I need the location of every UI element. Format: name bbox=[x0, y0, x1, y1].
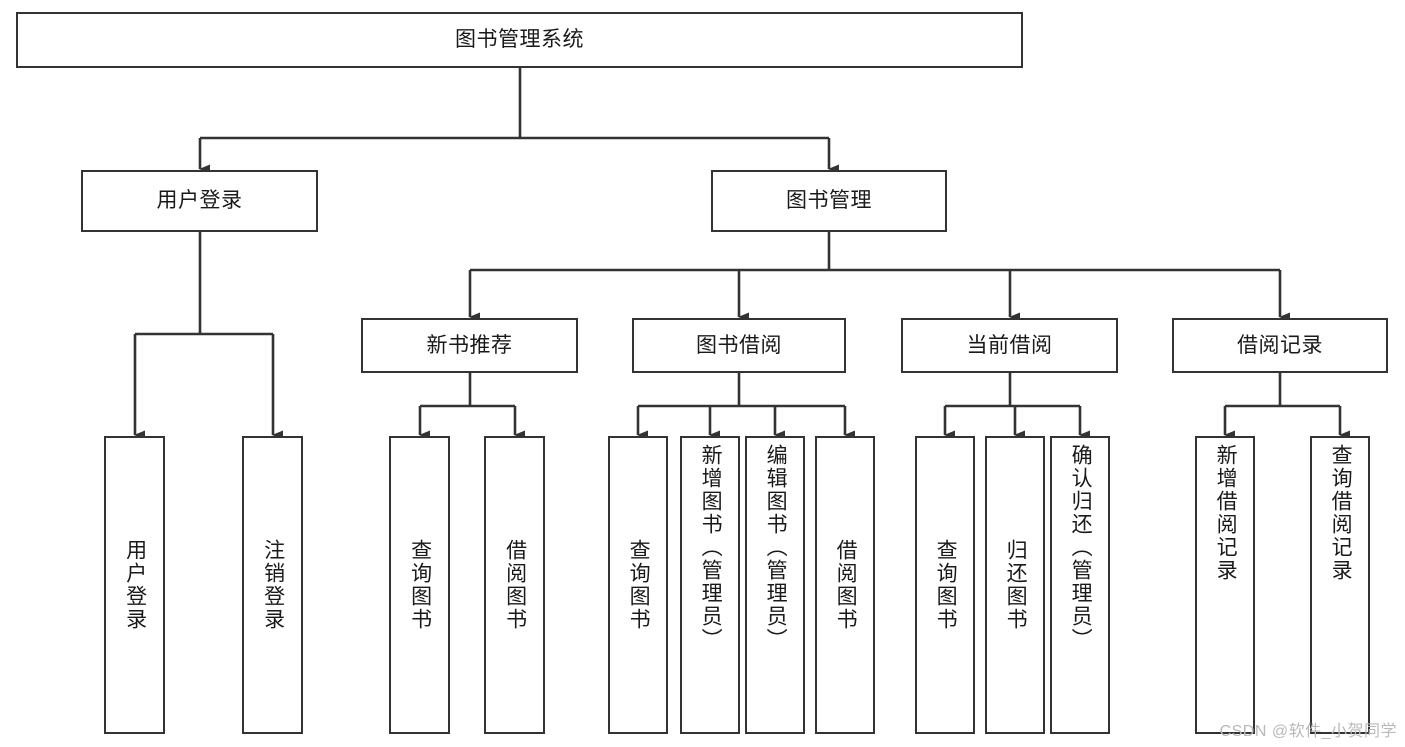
node-label: 用户登录 bbox=[123, 539, 147, 631]
node-label: 当前借阅 bbox=[966, 333, 1053, 357]
node-leaf-edit-book[interactable]: 编辑图书（管理员） bbox=[745, 436, 805, 734]
node-book-manage[interactable]: 图书管理 bbox=[711, 170, 947, 232]
node-leaf-query-book-2[interactable]: 查询图书 bbox=[608, 436, 668, 734]
node-label: 查询图书 bbox=[408, 539, 432, 631]
node-leaf-user-logout[interactable]: 注销登录 bbox=[242, 436, 303, 734]
node-user-login[interactable]: 用户登录 bbox=[81, 170, 318, 232]
node-root[interactable]: 图书管理系统 bbox=[16, 12, 1023, 68]
node-label: 借阅图书 bbox=[834, 539, 858, 631]
node-label: 编辑图书（管理员） bbox=[764, 444, 788, 651]
node-label: 归还图书 bbox=[1004, 539, 1028, 631]
node-borrow-record[interactable]: 借阅记录 bbox=[1172, 318, 1388, 373]
node-label: 查询借阅记录 bbox=[1329, 444, 1353, 582]
node-leaf-user-login[interactable]: 用户登录 bbox=[104, 436, 165, 734]
watermark-text: CSDN @软件_小贺同学 bbox=[1219, 723, 1397, 740]
node-leaf-query-book-3[interactable]: 查询图书 bbox=[915, 436, 975, 734]
node-label: 图书管理系统 bbox=[455, 28, 584, 52]
node-leaf-confirm-return[interactable]: 确认归还（管理员） bbox=[1050, 436, 1110, 734]
node-label: 借阅图书 bbox=[503, 539, 527, 631]
node-label: 查询图书 bbox=[934, 539, 958, 631]
node-leaf-query-book-1[interactable]: 查询图书 bbox=[389, 436, 450, 734]
node-leaf-add-book[interactable]: 新增图书（管理员） bbox=[680, 436, 740, 734]
node-label: 用户登录 bbox=[156, 189, 243, 213]
node-leaf-query-record[interactable]: 查询借阅记录 bbox=[1310, 436, 1370, 734]
node-label: 新书推荐 bbox=[426, 333, 513, 357]
node-book-borrow[interactable]: 图书借阅 bbox=[632, 318, 846, 373]
node-leaf-return-book[interactable]: 归还图书 bbox=[985, 436, 1045, 734]
node-label: 新增借阅记录 bbox=[1214, 444, 1238, 582]
node-new-book-rec[interactable]: 新书推荐 bbox=[361, 318, 578, 373]
node-leaf-add-record[interactable]: 新增借阅记录 bbox=[1195, 436, 1255, 734]
node-leaf-borrow-book-1[interactable]: 借阅图书 bbox=[484, 436, 545, 734]
node-label: 图书借阅 bbox=[696, 333, 782, 357]
node-label: 确认归还（管理员） bbox=[1069, 444, 1093, 651]
node-current-borrow[interactable]: 当前借阅 bbox=[901, 318, 1118, 373]
node-label: 新增图书（管理员） bbox=[699, 444, 723, 651]
node-label: 图书管理 bbox=[786, 189, 872, 213]
node-label: 查询图书 bbox=[627, 539, 651, 631]
node-leaf-borrow-book-2[interactable]: 借阅图书 bbox=[815, 436, 875, 734]
node-label: 借阅记录 bbox=[1237, 333, 1323, 357]
node-label: 注销登录 bbox=[261, 539, 285, 631]
